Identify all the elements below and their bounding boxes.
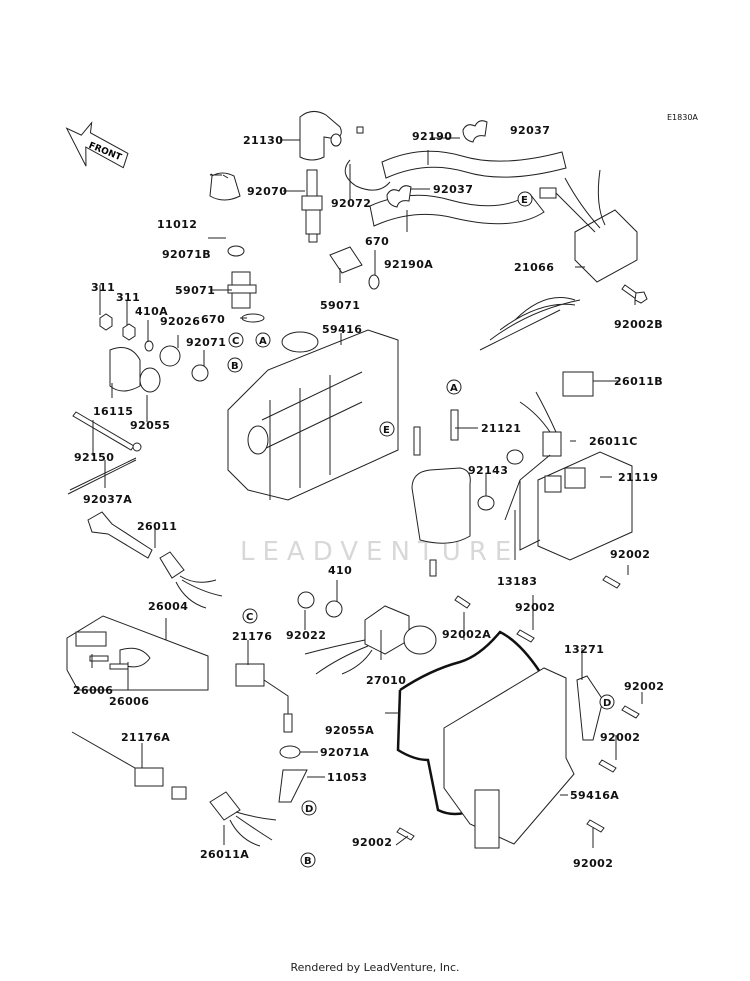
front-arrow-icon: FRONT	[65, 121, 129, 169]
svg-text:E: E	[383, 425, 390, 436]
part-label[interactable]: 670	[201, 313, 225, 326]
part-label[interactable]: 13183	[497, 575, 537, 588]
part-label[interactable]: 311	[91, 281, 115, 294]
part-label[interactable]: 26004	[148, 600, 188, 613]
part-label[interactable]: 92022	[286, 629, 326, 642]
svg-text:D: D	[603, 698, 611, 709]
part-label[interactable]: 26006	[73, 684, 113, 697]
ref-marker-d: D	[301, 800, 317, 816]
svg-text:B: B	[231, 361, 239, 372]
part-label[interactable]: 59416	[322, 323, 362, 336]
part-label[interactable]: 92026	[160, 315, 200, 328]
ref-marker-d: D	[599, 694, 615, 710]
part-drawings	[66, 111, 648, 849]
part-label[interactable]: 92072	[331, 197, 371, 210]
part-labels: 21130 92190 92037 92070 92072 92037 1101…	[73, 124, 664, 870]
part-label[interactable]: 92190A	[384, 258, 433, 271]
part-label[interactable]: 92002	[624, 680, 664, 693]
part-label[interactable]: 670	[365, 235, 389, 248]
ref-marker-e: E	[517, 191, 533, 207]
part-label[interactable]: 92002A	[442, 628, 491, 641]
part-label[interactable]: 410A	[135, 305, 168, 318]
part-label[interactable]: 92002B	[614, 318, 663, 331]
part-label[interactable]: 92002	[610, 548, 650, 561]
ref-marker-b: B	[227, 357, 243, 373]
svg-text:E: E	[521, 195, 528, 206]
part-label[interactable]: 21119	[618, 471, 658, 484]
part-label[interactable]: 26006	[109, 695, 149, 708]
part-label[interactable]: 92143	[468, 464, 508, 477]
part-label[interactable]: 21176	[232, 630, 272, 643]
part-label[interactable]: 92002	[573, 857, 613, 870]
ref-marker-c: C	[228, 332, 244, 348]
part-label[interactable]: 92037A	[83, 493, 132, 506]
part-label[interactable]: 92071B	[162, 248, 211, 261]
part-label[interactable]: 92037	[510, 124, 550, 137]
part-label[interactable]: 21130	[243, 134, 283, 147]
part-label[interactable]: 11012	[157, 218, 197, 231]
ref-marker-a: A	[446, 379, 462, 395]
svg-text:B: B	[304, 856, 312, 867]
part-label[interactable]: 26011A	[200, 848, 249, 861]
part-label[interactable]: 92071	[186, 336, 226, 349]
part-label[interactable]: 16115	[93, 405, 133, 418]
part-label[interactable]: 92002	[515, 601, 555, 614]
part-label[interactable]: 92190	[412, 130, 452, 143]
part-label[interactable]: 27010	[366, 674, 406, 687]
part-label[interactable]: 410	[328, 564, 352, 577]
ref-marker-c: C	[242, 608, 258, 624]
svg-text:D: D	[305, 804, 313, 815]
part-label[interactable]: 92002	[352, 836, 392, 849]
ref-marker-a: A	[255, 332, 271, 348]
part-label[interactable]: 59071	[175, 284, 215, 297]
footer-credit: Rendered by LeadVenture, Inc.	[290, 961, 460, 974]
leader-lines	[91, 137, 643, 848]
part-label[interactable]: 13271	[564, 643, 604, 656]
part-label[interactable]: 92150	[74, 451, 114, 464]
part-label[interactable]: 11053	[327, 771, 367, 784]
part-label[interactable]: 92055	[130, 419, 170, 432]
part-label[interactable]: 92037	[433, 183, 473, 196]
svg-text:C: C	[232, 336, 239, 347]
watermark: LEADVENTURE	[240, 537, 519, 567]
figure-code: E1830A	[667, 113, 698, 122]
part-label[interactable]: 21066	[514, 261, 554, 274]
part-label[interactable]: 92055A	[325, 724, 374, 737]
part-label[interactable]: 59071	[320, 299, 360, 312]
part-label[interactable]: 26011B	[614, 375, 663, 388]
part-label[interactable]: 21121	[481, 422, 521, 435]
part-label[interactable]: 26011	[137, 520, 177, 533]
part-label[interactable]: 21176A	[121, 731, 170, 744]
part-label[interactable]: 92070	[247, 185, 287, 198]
ref-marker-b: B	[300, 852, 316, 868]
part-label[interactable]: 311	[116, 291, 140, 304]
svg-text:A: A	[450, 383, 458, 394]
part-label[interactable]: 26011C	[589, 435, 638, 448]
svg-text:A: A	[259, 336, 267, 347]
part-label[interactable]: 92071A	[320, 746, 369, 759]
ref-marker-e: E	[379, 421, 395, 437]
part-label[interactable]: 59416A	[570, 789, 619, 802]
reference-markers: A C B E E A C D D B	[227, 191, 615, 868]
part-label[interactable]: 92002	[600, 731, 640, 744]
svg-text:C: C	[246, 612, 253, 623]
